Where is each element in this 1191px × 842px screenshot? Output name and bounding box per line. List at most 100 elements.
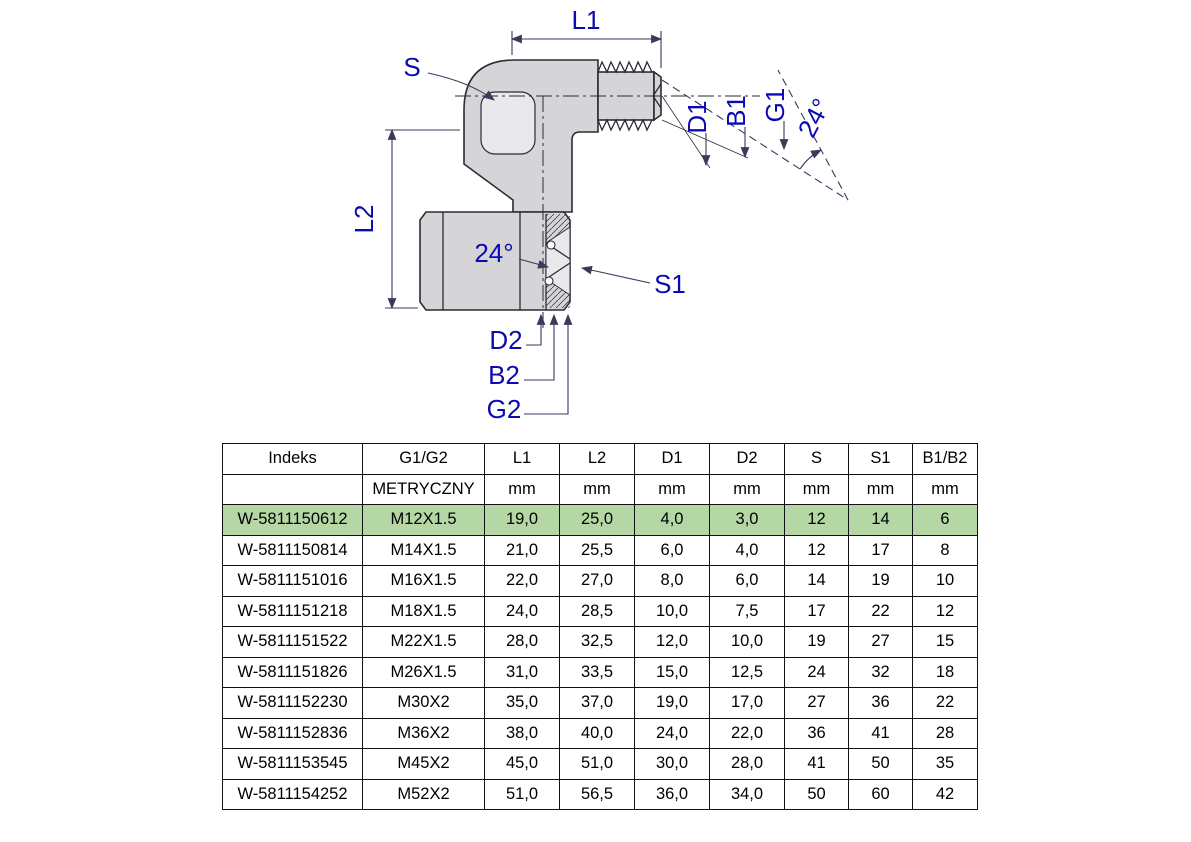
table-cell: 38,0 <box>484 717 560 749</box>
cone-projection: 24° <box>661 69 849 201</box>
table-cell: 6,0 <box>634 534 710 566</box>
angle-top-label: 24° <box>792 93 837 142</box>
table-cell: 45,0 <box>484 748 560 780</box>
table-cell: 56,5 <box>559 778 635 810</box>
table-cell: M14X1.5 <box>362 534 485 566</box>
table-cell: 42 <box>912 778 978 810</box>
table-cell: 28 <box>912 717 978 749</box>
table-cell: 34,0 <box>709 778 785 810</box>
table-cell: W-5811150814 <box>222 534 363 566</box>
table-cell: L1 <box>484 443 560 475</box>
table-cell: mm <box>484 473 560 505</box>
cone-ball-top <box>546 240 556 250</box>
table-cell: 51,0 <box>559 748 635 780</box>
table-cell: L2 <box>559 443 635 475</box>
table-cell: 28,5 <box>559 595 635 627</box>
table-cell: D1 <box>634 443 710 475</box>
table-cell: G1/G2 <box>362 443 485 475</box>
table-cell: 22,0 <box>484 565 560 597</box>
table-cell: 14 <box>784 565 849 597</box>
table-cell: 17 <box>848 534 913 566</box>
dim-d2: D2 <box>489 313 546 355</box>
d2-label: D2 <box>489 325 522 355</box>
table-cell: W-5811150612 <box>222 504 363 536</box>
table-cell: 60 <box>848 778 913 810</box>
s-label: S <box>403 52 420 82</box>
table-cell: 3,0 <box>709 504 785 536</box>
table-cell: 50 <box>848 748 913 780</box>
dim-g1: G1 <box>760 88 790 151</box>
table-cell: 8 <box>912 534 978 566</box>
table-cell: 27 <box>848 626 913 658</box>
cone-ball-bottom <box>544 276 554 286</box>
table-cell: Indeks <box>222 443 363 475</box>
table-cell: W-5811151826 <box>222 656 363 688</box>
table-cell: 22,0 <box>709 717 785 749</box>
dim-b1: B1 <box>721 95 751 159</box>
table-cell: 22 <box>912 687 978 719</box>
technical-drawing: 24° L1 L2 S D1 <box>349 5 849 424</box>
table-cell: 33,5 <box>559 656 635 688</box>
table-cell: 14 <box>848 504 913 536</box>
table-cell: 36 <box>848 687 913 719</box>
table-cell: M22X1.5 <box>362 626 485 658</box>
dimensions: L1 L2 S D1 B1 <box>349 5 790 424</box>
table-cell: 37,0 <box>559 687 635 719</box>
table-cell: 19 <box>848 565 913 597</box>
dim-l1: L1 <box>510 5 663 68</box>
table-cell <box>222 473 363 505</box>
elbow-bend-window <box>480 91 536 155</box>
table-cell: 28,0 <box>709 748 785 780</box>
table-cell: 32 <box>848 656 913 688</box>
table-cell: 15 <box>912 626 978 658</box>
table-cell: 28,0 <box>484 626 560 658</box>
dim-angle-bottom: 24° <box>474 238 550 269</box>
fitting-body <box>419 59 760 330</box>
table-cell: W-5811151016 <box>222 565 363 597</box>
table-cell: 27,0 <box>559 565 635 597</box>
table-cell: 32,5 <box>559 626 635 658</box>
table-cell: D2 <box>709 443 785 475</box>
table-cell: M45X2 <box>362 748 485 780</box>
table-cell: W-5811153545 <box>222 748 363 780</box>
table-cell: 24,0 <box>484 595 560 627</box>
table-cell: 22 <box>848 595 913 627</box>
table-cell: 19,0 <box>484 504 560 536</box>
table-cell: 24,0 <box>634 717 710 749</box>
table-cell: 12 <box>784 504 849 536</box>
s1-label: S1 <box>654 269 686 299</box>
table-cell: 36 <box>784 717 849 749</box>
table-cell: 31,0 <box>484 656 560 688</box>
table-cell: 25,5 <box>559 534 635 566</box>
table-cell: M52X2 <box>362 778 485 810</box>
table-cell: 35 <box>912 748 978 780</box>
table-cell: 27 <box>784 687 849 719</box>
table-cell: 10,0 <box>709 626 785 658</box>
table-cell: 4,0 <box>709 534 785 566</box>
table-cell: 41 <box>848 717 913 749</box>
table-cell: mm <box>709 473 785 505</box>
table-cell: mm <box>912 473 978 505</box>
angle-bottom-label: 24° <box>474 238 513 268</box>
table-cell: W-5811152836 <box>222 717 363 749</box>
table-cell: 12,5 <box>709 656 785 688</box>
dim-l2: L2 <box>349 128 460 310</box>
male-thread <box>597 60 662 132</box>
dim-s: S <box>403 52 495 101</box>
table-cell: M12X1.5 <box>362 504 485 536</box>
table-cell: M16X1.5 <box>362 565 485 597</box>
table-cell: W-5811152230 <box>222 687 363 719</box>
table-cell: 12 <box>784 534 849 566</box>
table-cell: mm <box>848 473 913 505</box>
